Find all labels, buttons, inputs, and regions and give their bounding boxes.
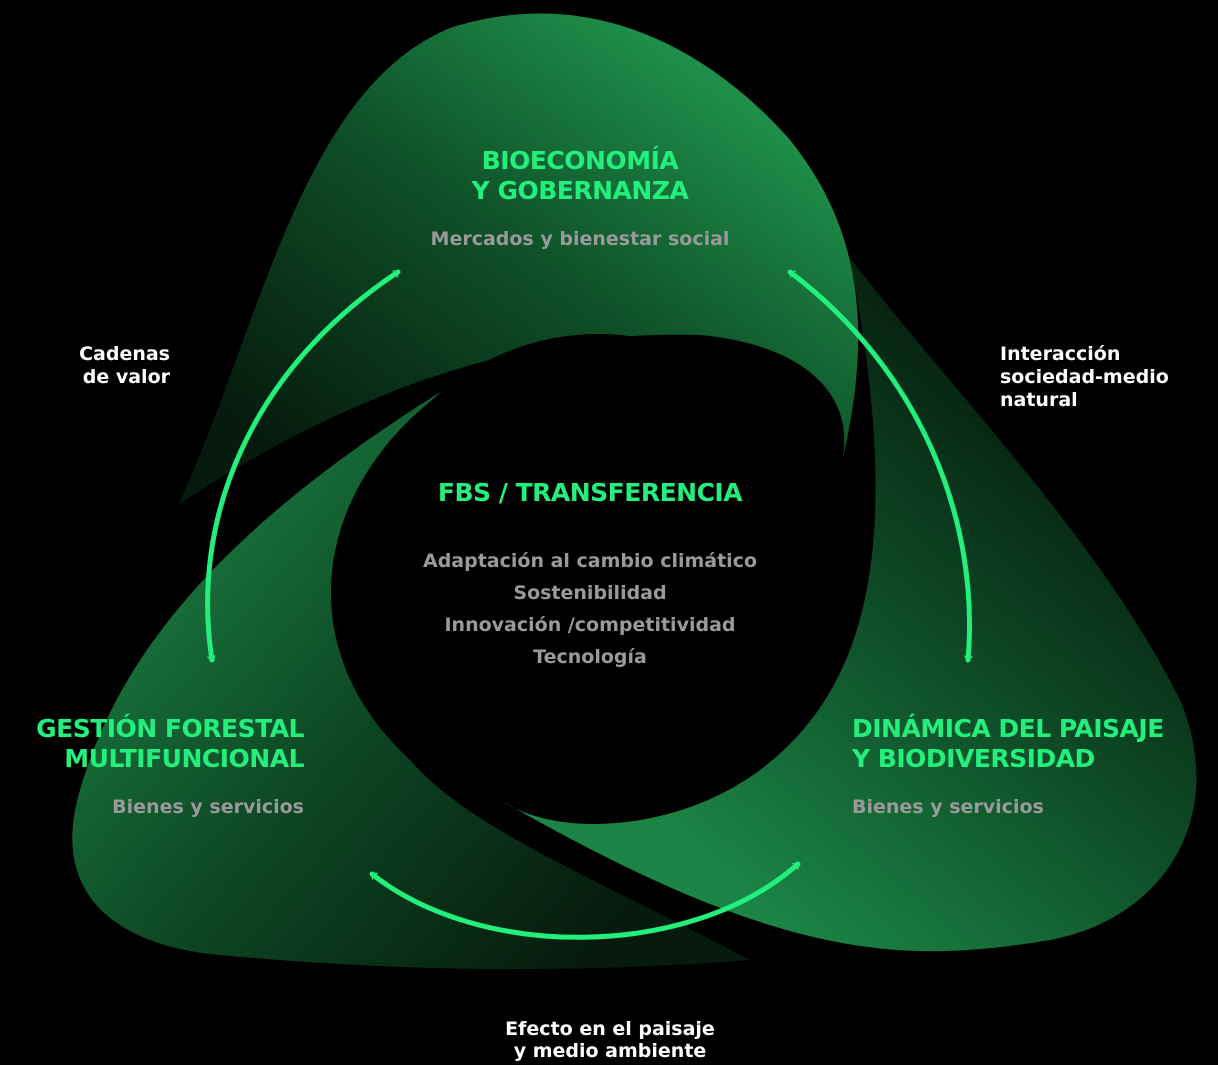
node-left-title: GESTIÓN FORESTAL MULTIFUNCIONAL [0,714,304,774]
node-right-title-line: Y BIODIVERSIDAD [852,744,1095,773]
petal-right [500,258,1197,952]
edge-label-right: Interacción sociedad-medio natural [1000,343,1210,412]
node-top-title-line: BIOECONOMÍA [481,146,679,175]
node-right-title: DINÁMICA DEL PAISAJE Y BIODIVERSIDAD [852,714,1218,774]
edge-label-left-line: de valor [82,366,170,388]
edge-label-bottom-line: y medio ambiente [513,1040,707,1062]
arrow-top-left [205,269,401,663]
edge-label-right-line: sociedad-medio [1000,366,1169,388]
node-left-subtitle: Bienes y servicios [112,796,304,818]
petal-left [72,380,750,970]
edge-label-left-line: Cadenas [79,343,170,365]
center-list-item: Tecnología [533,646,647,668]
arrow-top-right [787,269,973,663]
edge-label-left: Cadenas de valor [20,343,170,389]
center-list: Adaptación al cambio climático Sostenibi… [360,545,820,673]
arrow-bottom [369,861,801,940]
node-left-title-line: GESTIÓN FORESTAL [36,714,304,743]
edge-label-right-line: natural [1000,389,1078,411]
center-circle [356,334,840,818]
center-list-item: Adaptación al cambio climático [422,550,758,572]
edge-label-bottom: Efecto en el paisaje y medio ambiente [460,1018,760,1062]
center-list-item: Sostenibilidad [513,582,667,604]
edge-label-right-line: Interacción [1000,343,1121,365]
node-right-title-line: DINÁMICA DEL PAISAJE [852,714,1164,743]
node-left-title-line: MULTIFUNCIONAL [64,744,304,773]
node-top-subtitle: Mercados y bienestar social [430,228,730,250]
node-top-title: BIOECONOMÍA Y GOBERNANZA [380,146,780,206]
node-right-subtitle: Bienes y servicios [852,796,1044,818]
node-top-title-line: Y GOBERNANZA [471,176,689,205]
center-list-item: Innovación /competitividad [444,614,736,636]
edge-label-bottom-line: Efecto en el paisaje [505,1018,715,1040]
center-title: FBS / TRANSFERENCIA [437,478,743,507]
